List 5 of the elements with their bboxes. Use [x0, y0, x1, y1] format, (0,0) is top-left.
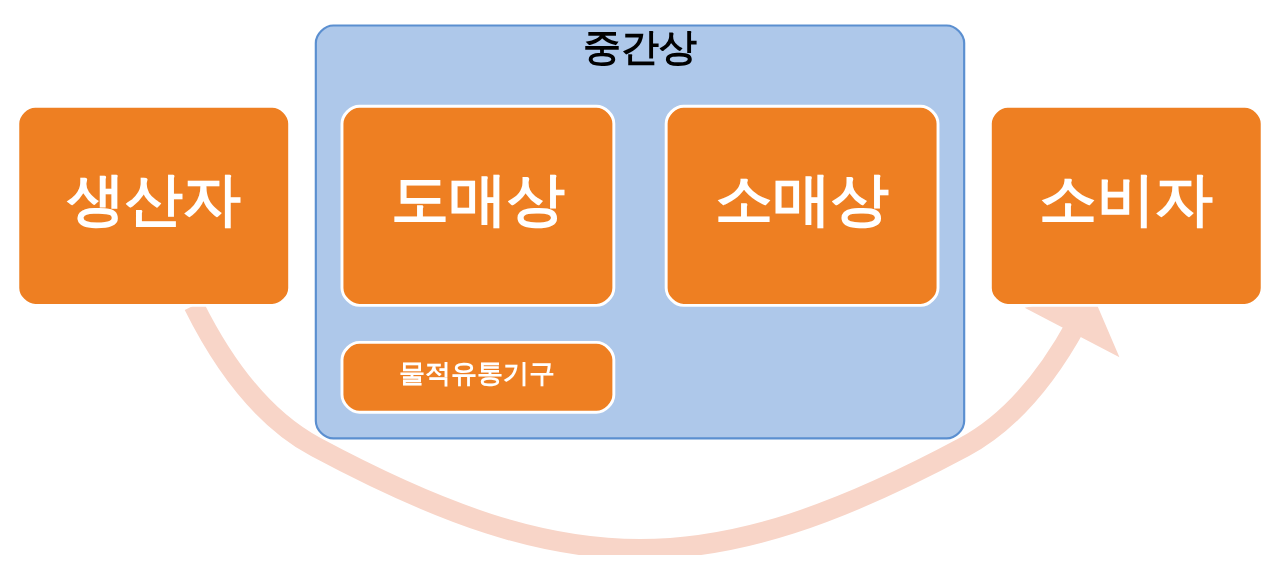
- node-box: 소매상: [664, 104, 940, 307]
- node-box: 도매상: [340, 104, 616, 307]
- node-box: 소비자: [988, 104, 1264, 307]
- node-box: 물적유통기구: [340, 340, 616, 414]
- node-box: 생산자: [16, 104, 292, 307]
